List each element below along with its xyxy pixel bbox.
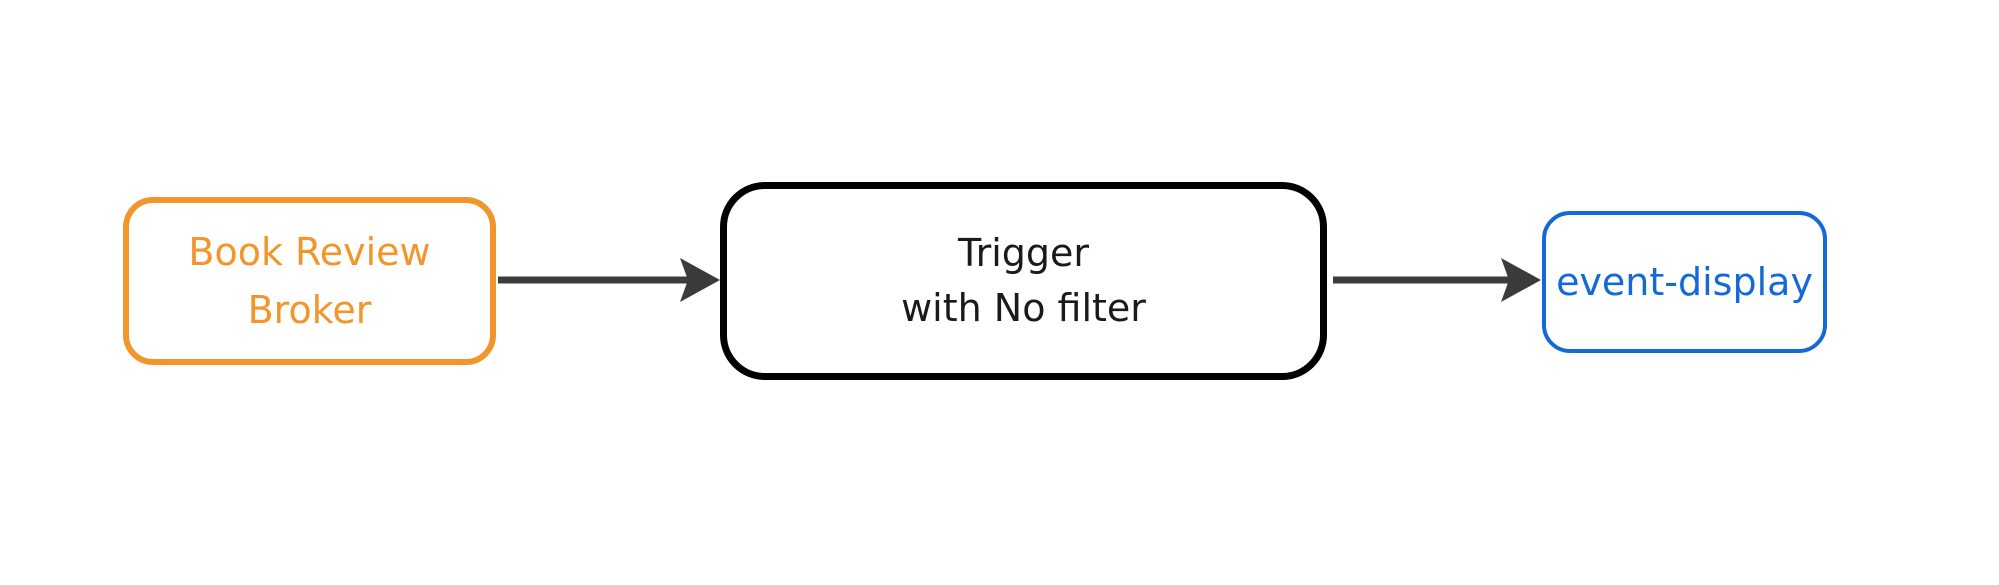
node-label-trigger-with-no-filter: Trigger with No filter — [901, 231, 1146, 330]
arrowhead-right-icon — [680, 258, 720, 302]
node-event-display: event-display — [1542, 211, 1827, 353]
node-label-book-review-broker: Book Review Broker — [188, 230, 431, 332]
arrowhead-right-icon — [1501, 258, 1541, 302]
node-book-review-broker: Book Review Broker — [123, 197, 496, 365]
edge-trigger-to-event-display — [1333, 258, 1541, 302]
edge-broker-to-trigger — [498, 258, 720, 302]
node-label-event-display: event-display — [1556, 260, 1813, 304]
node-trigger-with-no-filter: Trigger with No filter — [720, 182, 1327, 380]
